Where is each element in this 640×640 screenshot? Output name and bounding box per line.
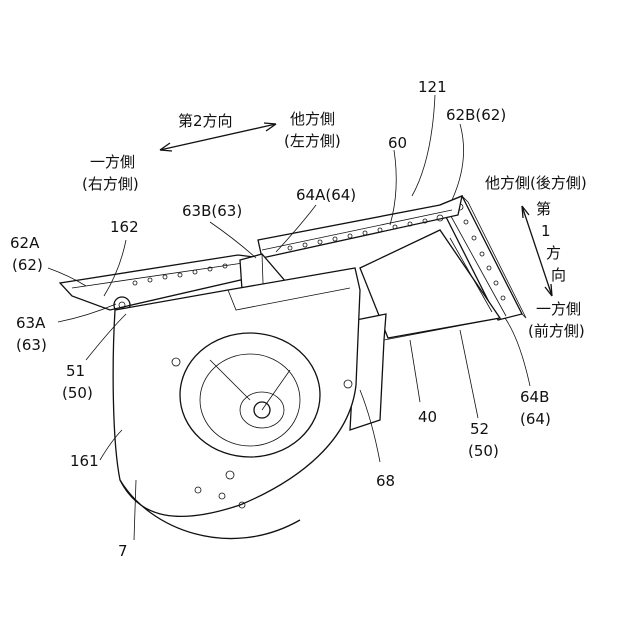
label-60: 60 — [388, 134, 407, 152]
fan-inlet — [180, 333, 320, 457]
label-162: 162 — [110, 218, 139, 236]
label-51-sub: (50) — [62, 384, 93, 402]
direction-2-one-side: 一方側 — [90, 153, 135, 171]
direction-1-title-char-4: 向 — [551, 266, 566, 284]
label-7: 7 — [118, 542, 128, 560]
label-62A: 62A — [10, 234, 40, 252]
direction-2-other-side: 他方側 — [290, 110, 335, 128]
label-63A-sub: (63) — [16, 336, 47, 354]
direction-2-indicator: 第2方向 他方側 (左方側) 一方側 (右方側) — [82, 110, 341, 193]
label-52: 52 — [470, 420, 489, 438]
direction-1-title-char-1: 第 — [536, 200, 551, 218]
arrowhead-right-icon — [264, 123, 276, 131]
direction-1-title-char-2: 1 — [541, 222, 551, 240]
label-40: 40 — [418, 408, 437, 426]
direction-1-other-side: 他方側(後方側) — [485, 174, 587, 192]
label-161: 161 — [70, 452, 99, 470]
label-52-sub: (50) — [468, 442, 499, 460]
direction-2-one-side-note: (右方側) — [82, 175, 139, 193]
direction-2-other-side-note: (左方側) — [284, 132, 341, 150]
label-121: 121 — [418, 78, 447, 96]
label-62B: 62B(62) — [446, 106, 506, 124]
label-51: 51 — [66, 362, 85, 380]
label-63A: 63A — [16, 314, 46, 332]
arrowhead-left-icon — [160, 143, 172, 151]
direction-2-title: 第2方向 — [178, 112, 233, 130]
label-68: 68 — [376, 472, 395, 490]
label-64B: 64B — [520, 388, 549, 406]
direction-1-one-side: 一方側 — [536, 300, 581, 318]
direction-1-title-char-3: 方 — [546, 244, 561, 262]
label-64A: 64A(64) — [296, 186, 356, 204]
label-63B: 63B(63) — [182, 202, 242, 220]
device-drawing: 121 62B(62) 60 64A(64) 63B(63) 162 62A (… — [10, 78, 551, 560]
label-62A-sub: (62) — [12, 256, 43, 274]
label-64B-sub: (64) — [520, 410, 551, 428]
direction-1-one-side-note: (前方側) — [528, 322, 585, 340]
